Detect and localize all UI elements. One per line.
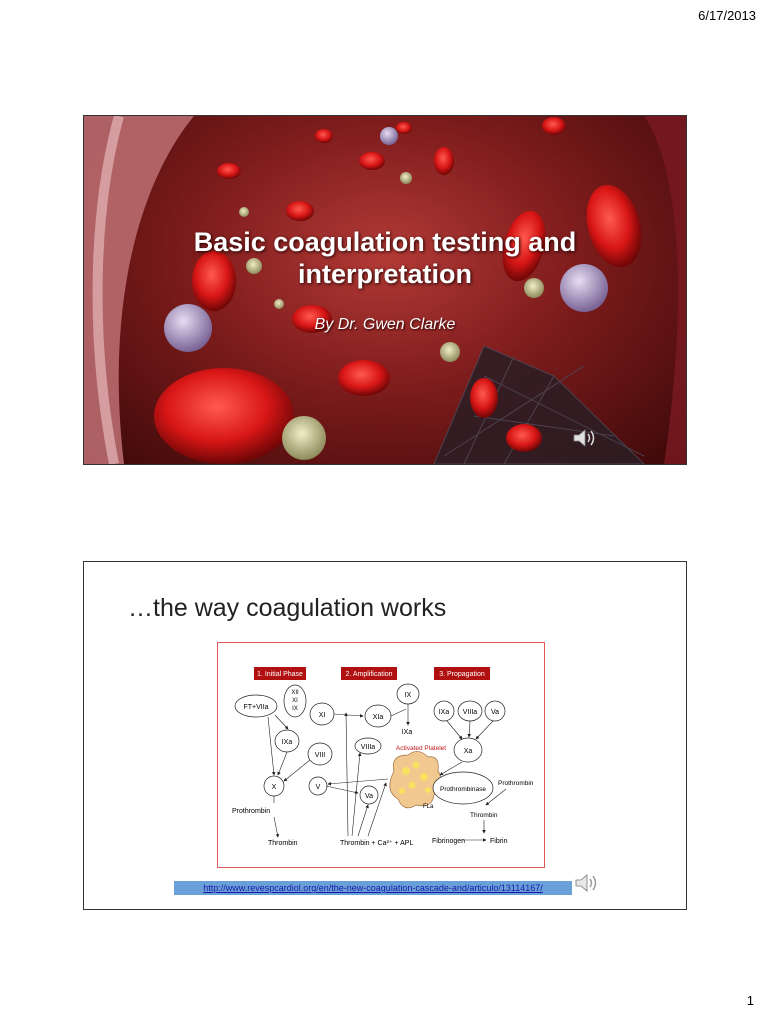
factor-viiia: VIIIa [361, 744, 376, 751]
factor-va-p: Va [491, 709, 499, 716]
factor-ixa-p: IXa [439, 709, 450, 716]
slide-heading: …the way coagulation works [128, 594, 447, 622]
factor-xa: Xa [464, 748, 473, 755]
factor-xia: XIa [373, 714, 384, 721]
factor-xi: XI [319, 712, 326, 719]
phase-2-label: 2. Amplification [345, 671, 392, 678]
print-date: 6/17/2013 [698, 8, 756, 23]
phase-3-label: 3. Propagation [439, 671, 485, 678]
coagulation-slide: …the way coagulation works 1. Initial Ph… [83, 561, 687, 910]
factor-ixa: IXa [282, 739, 293, 746]
factor-va: Va [365, 793, 373, 800]
fibrinogen-label: Fibrinogen [432, 838, 465, 845]
prothrombinase-label: Prothrombinase [440, 786, 486, 793]
slide-title: Basic coagulation testing and interpreta… [84, 226, 686, 290]
phase-1-label: 1. Initial Phase [257, 671, 303, 678]
thrombin-left: Thrombin [268, 840, 298, 847]
prothrombin-left: Prothrombin [232, 808, 270, 815]
title-line-2: interpretation [297, 259, 472, 289]
phase-1-box [254, 667, 306, 680]
slide-subtitle: By Dr. Gwen Clarke [314, 316, 456, 333]
coagulation-cascade-diagram: 1. Initial Phase 2. Amplification 3. Pro… [217, 642, 545, 868]
speaker-icon-slide2[interactable] [574, 872, 600, 894]
phase-2-box [341, 667, 397, 680]
thrombin-right: Thrombin [470, 812, 498, 819]
factor-viiia-p: VIIIa [463, 709, 478, 716]
source-link[interactable]: http://www.revespcardiol.org/en/the-new-… [174, 881, 572, 895]
factor-ft-viia: FT+VIIa [243, 704, 268, 711]
title-slide: Basic coagulation testing and interpreta… [83, 115, 687, 465]
thrombin-ca-apl: Thrombin + Ca²⁺ + APL [340, 840, 413, 847]
activated-platelet-label: Activated Platelet [396, 745, 446, 752]
factor-ixa-top: IXa [402, 729, 413, 736]
fibrin-label: Fibrin [490, 838, 508, 845]
speaker-icon[interactable] [572, 428, 598, 448]
activated-platelet-illustration [389, 751, 442, 809]
prothrombin-right: Prothrombin [498, 780, 534, 787]
factor-ix-small: IX [292, 706, 298, 712]
title-line-1: Basic coagulation testing and [193, 227, 577, 257]
fla-label: FLa [423, 804, 434, 810]
source-link-text[interactable]: http://www.revespcardiol.org/en/the-new-… [203, 883, 543, 893]
factor-v: V [316, 784, 321, 791]
phase-3-box [434, 667, 490, 680]
factor-xii: XII [291, 690, 299, 696]
factor-x: X [272, 784, 277, 791]
factor-ix: IX [405, 692, 412, 699]
factor-xi-small: XI [292, 698, 298, 704]
factor-viii: VIII [315, 752, 326, 759]
blood-vessel-illustration [84, 116, 686, 464]
page-number: 1 [746, 993, 754, 1008]
